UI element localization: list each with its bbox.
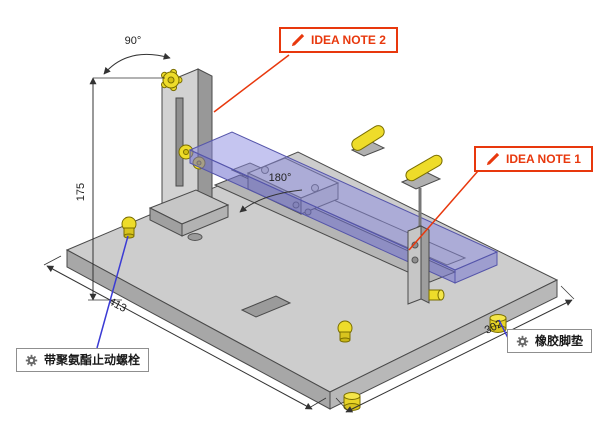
toggle-clamp-left [350, 125, 386, 157]
idea-note-2-label: IDEA NOTE 2 [311, 33, 386, 47]
stop-bolt-center [337, 320, 353, 343]
star-knob-top [161, 68, 183, 92]
callout-idea-note-1[interactable]: IDEA NOTE 1 [474, 146, 593, 173]
stop-bolt-left [121, 216, 137, 239]
callout-stop-bolt[interactable]: 带聚氨酯止动螺栓 [16, 348, 150, 373]
idea-note-1-label: IDEA NOTE 1 [506, 152, 581, 166]
callout-idea-note-2[interactable]: IDEA NOTE 2 [279, 27, 398, 54]
marker-icon [486, 152, 500, 166]
leader-stop-bolt [96, 235, 129, 349]
gear-icon [516, 335, 529, 348]
leader-idea-note-1 [408, 170, 479, 251]
angle-180-label: 180° [269, 172, 292, 184]
angle-90-annotation: 90° [103, 35, 171, 75]
marker-icon [291, 33, 305, 47]
toggle-clamp-right [400, 154, 443, 235]
swing-bracket [148, 68, 230, 237]
rubber-foot-front [343, 392, 361, 411]
stop-bolt-label: 带聚氨酯止动螺栓 [44, 353, 141, 367]
angle-90-label: 90° [125, 35, 142, 47]
toggle-clamps [350, 125, 443, 235]
rubber-foot-label: 橡胶脚垫 [535, 334, 584, 348]
plate-hole [187, 233, 203, 241]
callout-rubber-foot[interactable]: 橡胶脚垫 [507, 329, 593, 354]
angle-180-annotation: 180° [239, 172, 303, 213]
dim-height-label: 175 [75, 183, 87, 201]
gear-icon [25, 354, 38, 367]
end-stop-bar [407, 225, 445, 305]
leader-idea-note-2 [213, 54, 290, 113]
bracket-slot [175, 97, 184, 187]
